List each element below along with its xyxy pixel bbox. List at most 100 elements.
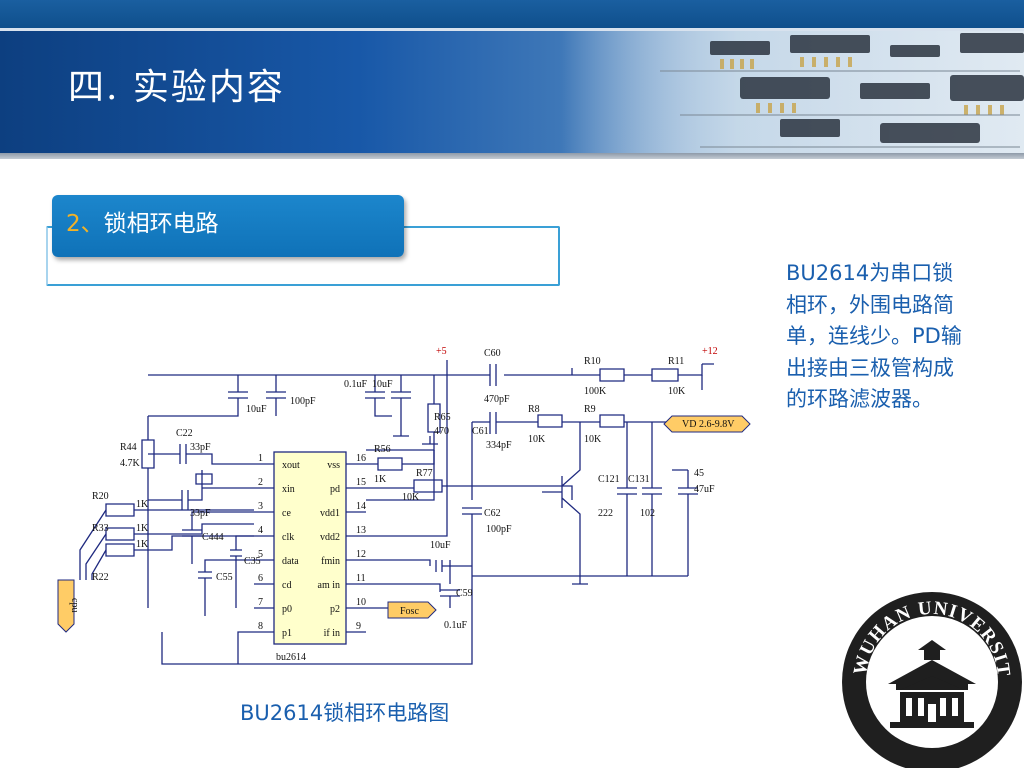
label-r33: R33 <box>92 523 109 534</box>
label-c121-value: 222 <box>598 508 613 519</box>
pin-number: 16 <box>356 453 366 464</box>
label-c60: C60 <box>484 348 501 359</box>
pin-number: 3 <box>258 501 263 512</box>
label-c45: 45 <box>694 468 704 479</box>
label-r22-value: 1K <box>136 539 149 550</box>
pin-number: 6 <box>258 573 263 584</box>
pin-name: cd <box>282 580 291 591</box>
pin-number: 5 <box>258 549 263 560</box>
pin-name: ce <box>282 508 291 519</box>
label-c131: C131 <box>628 474 650 485</box>
pin-name: vdd2 <box>320 532 340 543</box>
pin-name: data <box>282 556 299 567</box>
pin-name: xin <box>282 484 295 495</box>
label-c23-value: 33pF <box>190 508 211 519</box>
label-vd: VD 2.6-9.8V <box>682 419 735 430</box>
pin-name: am in <box>318 580 341 591</box>
label-c61: C61 <box>472 426 489 437</box>
pin-name: p1 <box>282 628 292 639</box>
label-r33-value: 1K <box>136 523 149 534</box>
label-r44: R44 <box>120 442 137 453</box>
label-c-10uf: 10uF <box>372 379 393 390</box>
label-r20-value: 1K <box>136 499 149 510</box>
label-r56: R56 <box>374 444 391 455</box>
diagram-caption: BU2614锁相环电路图 <box>240 701 450 725</box>
label-c22: C22 <box>176 428 193 439</box>
pin-number: 12 <box>356 549 366 560</box>
section-label: 锁相环电路 <box>103 211 219 237</box>
label-r10-value: 100K <box>584 386 607 397</box>
pin-name: clk <box>282 532 294 543</box>
label-c60-value: 470pF <box>484 394 510 405</box>
label-plus12: +12 <box>702 346 718 357</box>
label-c121: C121 <box>598 474 620 485</box>
pin-name: p2 <box>330 604 340 615</box>
pin-number: 15 <box>356 477 366 488</box>
pin-number: 14 <box>356 501 366 512</box>
label-r11: R11 <box>668 356 684 367</box>
label-c22-value: 33pF <box>190 442 211 453</box>
label-r9: R9 <box>584 404 596 415</box>
pin-number: 11 <box>356 573 366 584</box>
label-c-100pf: 100pF <box>290 396 316 407</box>
top-bar <box>0 0 1024 28</box>
label-r65: R65 <box>434 412 451 423</box>
label-r56-value: 1K <box>374 474 387 485</box>
page-title: 四. 实验内容 <box>68 67 285 108</box>
label-r8: R8 <box>528 404 540 415</box>
pin-name: if in <box>324 628 340 639</box>
pin-name: vdd1 <box>320 508 340 519</box>
label-c59: C59 <box>456 588 473 599</box>
pin-name: vss <box>327 460 340 471</box>
label-r20: R20 <box>92 491 109 502</box>
label-c-10uf-left: 10uF <box>246 404 267 415</box>
label-c-01uf: 0.1uF <box>344 379 368 390</box>
label-c444: C444 <box>202 532 224 543</box>
pin-number: 7 <box>258 597 263 608</box>
description-text: BU2614为串口锁相环，外围电路简单，连线少。PD输出接由三极管构成的环路滤波… <box>786 261 962 411</box>
section-tab <box>52 195 404 257</box>
pin-number: 13 <box>356 525 366 536</box>
label-r11-value: 10K <box>668 386 686 397</box>
label-r65-value: 470 <box>434 426 449 437</box>
pin-number: 10 <box>356 597 366 608</box>
pin-number: 1 <box>258 453 263 464</box>
section-number: 2、 <box>66 211 104 237</box>
pin-name: p0 <box>282 604 292 615</box>
label-c-10uf-mid: 10uF <box>430 540 451 551</box>
label-c131-value: 102 <box>640 508 655 519</box>
label-r44-value: 4.7K <box>120 458 141 469</box>
vd-tag <box>663 415 751 433</box>
label-r10: R10 <box>584 356 601 367</box>
pll-circuit-diagram: xout xin ce clk data cd p0 p1 vss pd vdd… <box>57 346 751 665</box>
label-c59-value: 0.1uF <box>444 620 468 631</box>
label-c62: C62 <box>484 508 501 519</box>
label-fosc: Fosc <box>400 606 419 617</box>
pin-name: xout <box>282 460 300 471</box>
pin-number: 9 <box>356 621 361 632</box>
title-banner <box>0 31 1024 153</box>
label-cpu: cpu <box>69 598 80 612</box>
pin-name: fmin <box>321 556 340 567</box>
cpu-tag <box>57 579 75 633</box>
label-r9-value: 10K <box>584 434 602 445</box>
chip-body <box>273 451 347 645</box>
label-c45-value: 47uF <box>694 484 715 495</box>
banner-shadow <box>0 153 1024 159</box>
label-c35: C35 <box>244 556 261 567</box>
section-title: 2、锁相环电路 <box>66 213 219 236</box>
chip-name: bu2614 <box>276 652 306 663</box>
label-r8-value: 10K <box>528 434 546 445</box>
circuit-board-photo <box>560 31 1024 153</box>
label-r77-value: 10K <box>402 492 420 503</box>
pin-number: 2 <box>258 477 263 488</box>
label-plus5: +5 <box>436 346 447 357</box>
fosc-tag <box>387 601 437 619</box>
top-bar-divider <box>0 28 1024 31</box>
label-c55: C55 <box>216 572 233 583</box>
university-seal-logo: WUHAN UNIVERSITY <box>838 580 1022 768</box>
label-c62-value: 100pF <box>486 524 512 535</box>
label-r77: R77 <box>416 468 433 479</box>
pin-number: 4 <box>258 525 263 536</box>
pin-name: pd <box>330 484 340 495</box>
